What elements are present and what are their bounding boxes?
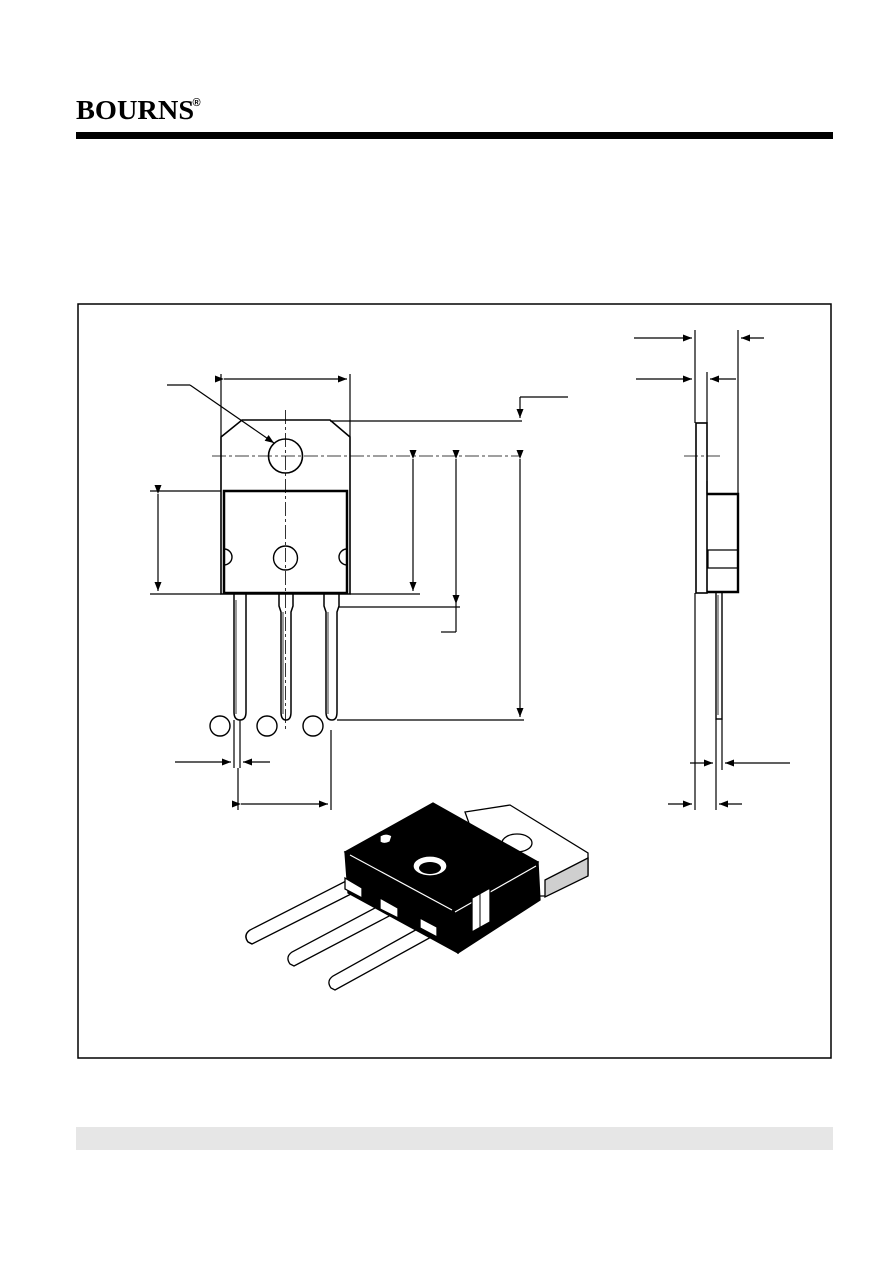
side-view bbox=[684, 422, 740, 720]
front-view bbox=[209, 410, 520, 768]
side-body bbox=[707, 492, 740, 594]
isometric-view bbox=[245, 802, 589, 991]
pin-2-circle bbox=[256, 715, 278, 737]
package-outline-drawing bbox=[77, 303, 832, 1059]
front-dimensions bbox=[150, 374, 568, 810]
left-notch bbox=[223, 548, 233, 566]
iso-lead-3 bbox=[328, 921, 434, 991]
brand-logo: BOURNS ® bbox=[76, 96, 201, 124]
brand-name: BOURNS bbox=[76, 95, 195, 125]
side-lead bbox=[715, 591, 723, 720]
right-notch bbox=[338, 548, 348, 566]
figure-frame bbox=[77, 303, 832, 1059]
iso-lead-2 bbox=[287, 899, 394, 967]
side-dimensions bbox=[634, 330, 790, 810]
pin-1-circle bbox=[209, 715, 231, 737]
body-center-circle bbox=[272, 545, 299, 571]
lead-3 bbox=[323, 594, 340, 721]
registered-mark: ® bbox=[192, 97, 201, 109]
header-rule bbox=[76, 132, 833, 139]
pin-3-circle bbox=[302, 715, 324, 737]
lead-2 bbox=[278, 594, 294, 721]
side-tab bbox=[695, 422, 708, 594]
footer-band bbox=[76, 1127, 833, 1150]
